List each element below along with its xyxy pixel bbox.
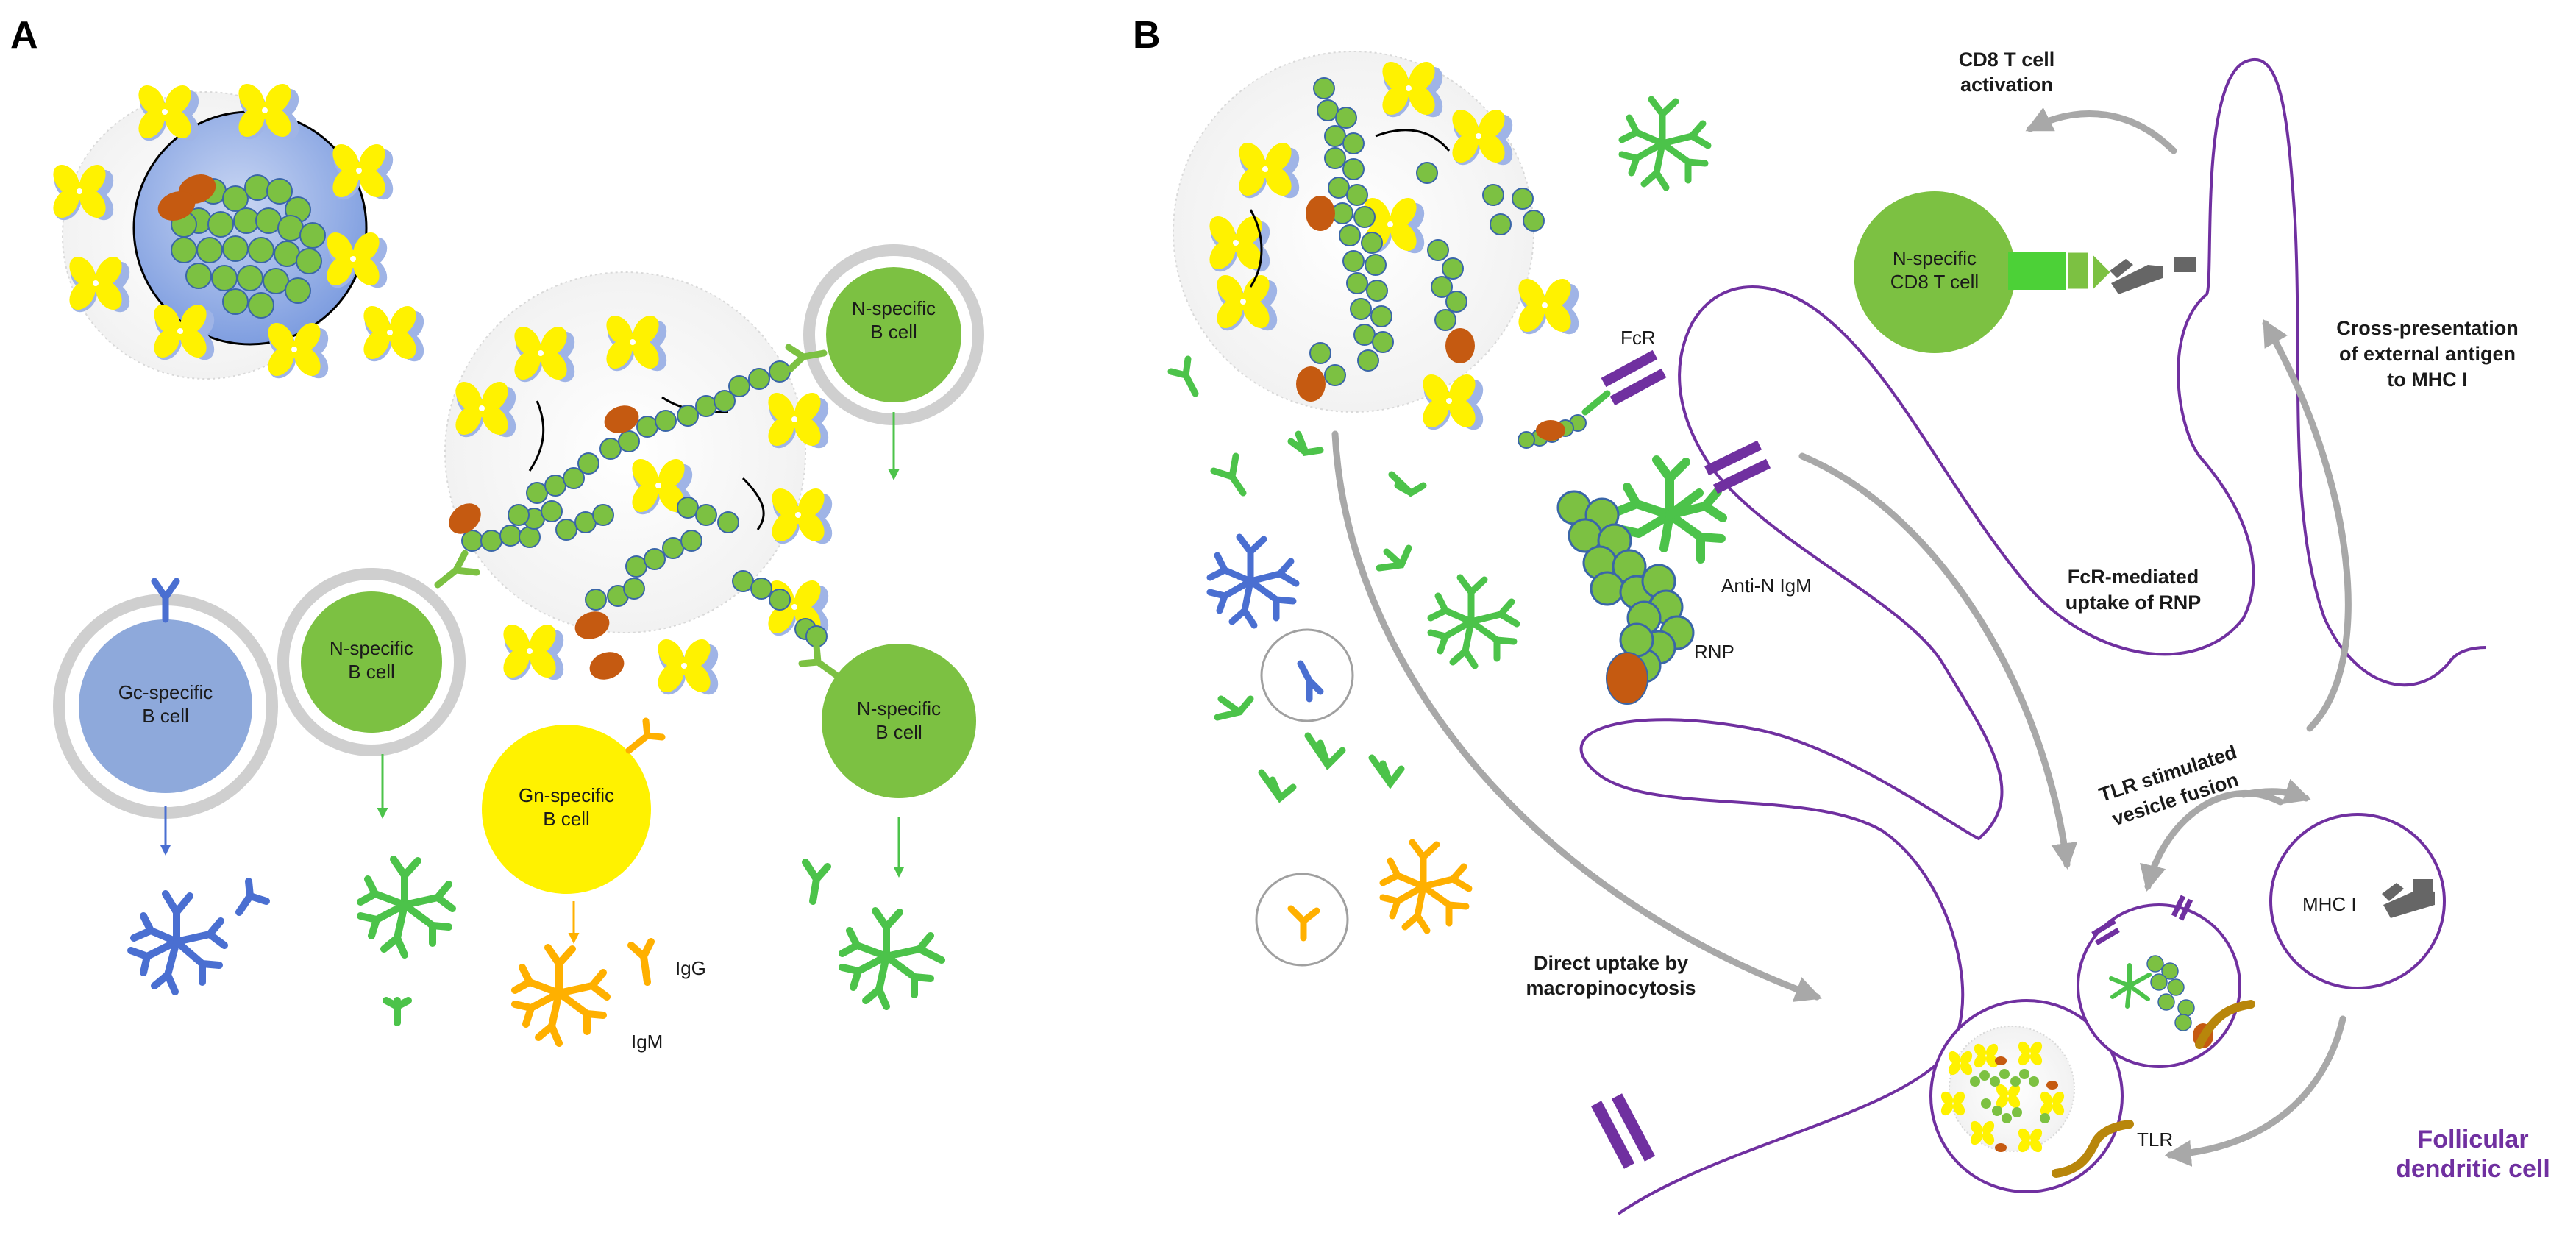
vesicle-rnp <box>2146 955 2195 1031</box>
rnp-center <box>461 360 828 647</box>
rnp-protein-b <box>1296 196 1475 402</box>
panel-a: Gc-specific B cell N-specific B cell N-s… <box>48 79 984 1053</box>
n-b-cell-left-label-2: B cell <box>348 661 395 683</box>
n-bcr-right <box>798 642 842 680</box>
n-b-cell-top-label-1: N-specific <box>852 297 936 319</box>
rnp-protein-small <box>1536 420 1565 441</box>
mhc1-top <box>2110 257 2196 294</box>
tcr-tip <box>2092 253 2113 291</box>
gn-b-cell-label-1: Gn-specific <box>519 784 614 806</box>
green-igm-a2 <box>802 859 945 1010</box>
mhc1-vesicle-molecule <box>2382 879 2435 918</box>
fcr-receptor-2 <box>1704 440 1771 494</box>
orange-igm-b <box>1379 839 1473 934</box>
n-bcr-top <box>785 344 828 373</box>
gn-bcr <box>625 717 666 754</box>
rnp-protein-large <box>1606 652 1648 705</box>
mhc1-label: MHC I <box>2302 893 2357 915</box>
orange-igg-in-cell <box>1287 905 1320 942</box>
gc-b-cell-label-2: B cell <box>142 705 189 727</box>
endosome-protein <box>1995 1056 2058 1152</box>
n-b-cell-top-label-2: B cell <box>870 321 917 343</box>
gc-b-cell-label-1: Gc-specific <box>118 681 213 703</box>
gn-b-cell <box>482 725 651 894</box>
fdc-receptor-bottom <box>1590 1093 1656 1169</box>
process-arrows <box>1331 107 2352 1167</box>
rnp-protein-center <box>449 405 639 680</box>
panel-b-letter: B <box>1133 14 1161 57</box>
n-bcr-left <box>434 550 480 589</box>
rnp-protein-left <box>157 174 216 221</box>
cross-presentation-label-1: Cross-presentation <box>2336 317 2519 339</box>
n-b-cell-left-label-1: N-specific <box>330 637 413 659</box>
n-b-cell-left-halo <box>277 568 466 756</box>
fdc-label-2: dendritic cell <box>2396 1155 2550 1183</box>
igg-label: IgG <box>675 957 706 979</box>
orange-igm <box>511 938 655 1047</box>
n-b-cell-right <box>822 644 976 798</box>
fcr-uptake-label-2: uptake of RNP <box>2066 591 2202 614</box>
free-igg-b <box>1167 355 1427 803</box>
fdc-membrane <box>1579 57 2487 1215</box>
fcr-label: FcR <box>1620 327 1656 349</box>
tlr-label: TLR <box>2137 1129 2173 1151</box>
fcr-receptor-1 <box>1601 349 1667 406</box>
cd8-cell-label-2: CD8 T cell <box>1890 271 1979 293</box>
anti-n-igm <box>1614 455 1727 564</box>
direct-uptake-label-1: Direct uptake by <box>1534 952 1688 974</box>
tlr-receptor-bottom <box>2052 1120 2134 1178</box>
green-igm-b1 <box>1618 96 1712 191</box>
green-igm-a1 <box>357 856 456 1026</box>
tcr <box>2066 250 2091 291</box>
cd8-activation-label-1: CD8 T cell <box>1959 49 2055 71</box>
direct-uptake-label-2: macropinocytosis <box>1526 977 1696 999</box>
fcr-bound-igg <box>1581 390 1611 416</box>
rnp-left <box>171 174 326 319</box>
cd8-t-cell <box>1854 191 2015 353</box>
anti-n-igm-label: Anti-N IgM <box>1721 575 1812 597</box>
mhc1-vesicle <box>2269 813 2446 989</box>
n-b-cell-left <box>301 591 442 733</box>
n-b-cell-right-label-1: N-specific <box>857 697 941 719</box>
blue-igg-in-cell <box>1297 660 1324 703</box>
vesicle-igm-antibody <box>2109 963 2152 1009</box>
n-b-cell-top <box>826 267 961 402</box>
rnp-label: RNP <box>1694 641 1734 663</box>
panel-b: FcR Anti-N IgM RNP <box>1167 49 2550 1215</box>
gc-bcr <box>151 578 180 623</box>
cd8-cell-label-1: N-specific <box>1893 247 1977 269</box>
blue-igm <box>127 878 270 995</box>
panel-a-letter: A <box>10 14 38 57</box>
n-b-cell-right-label-2: B cell <box>875 721 922 743</box>
envelope-arcs-b <box>1249 129 1451 288</box>
gc-b-cell <box>79 619 252 793</box>
fdc-label-1: Follicular <box>2417 1126 2528 1154</box>
tcr-stalk <box>2008 252 2067 290</box>
blue-igm-b <box>1206 533 1300 629</box>
gn-b-cell-label-2: B cell <box>543 808 590 830</box>
tlr-receptor-vesicle <box>2195 1000 2255 1049</box>
cross-presentation-label-3: to MHC I <box>2387 369 2467 391</box>
green-igm-b2 <box>1427 574 1520 669</box>
endosome-rnp <box>1970 1069 2050 1123</box>
cross-presentation-label-2: of external antigen <box>2339 343 2516 365</box>
fcr-uptake-label-1: FcR-mediated <box>2068 566 2199 588</box>
rnp-b <box>1309 77 1545 386</box>
cd8-activation-label-2: activation <box>1960 74 2053 96</box>
vesicle-fcr <box>2091 895 2193 946</box>
igm-label: IgM <box>631 1031 663 1053</box>
